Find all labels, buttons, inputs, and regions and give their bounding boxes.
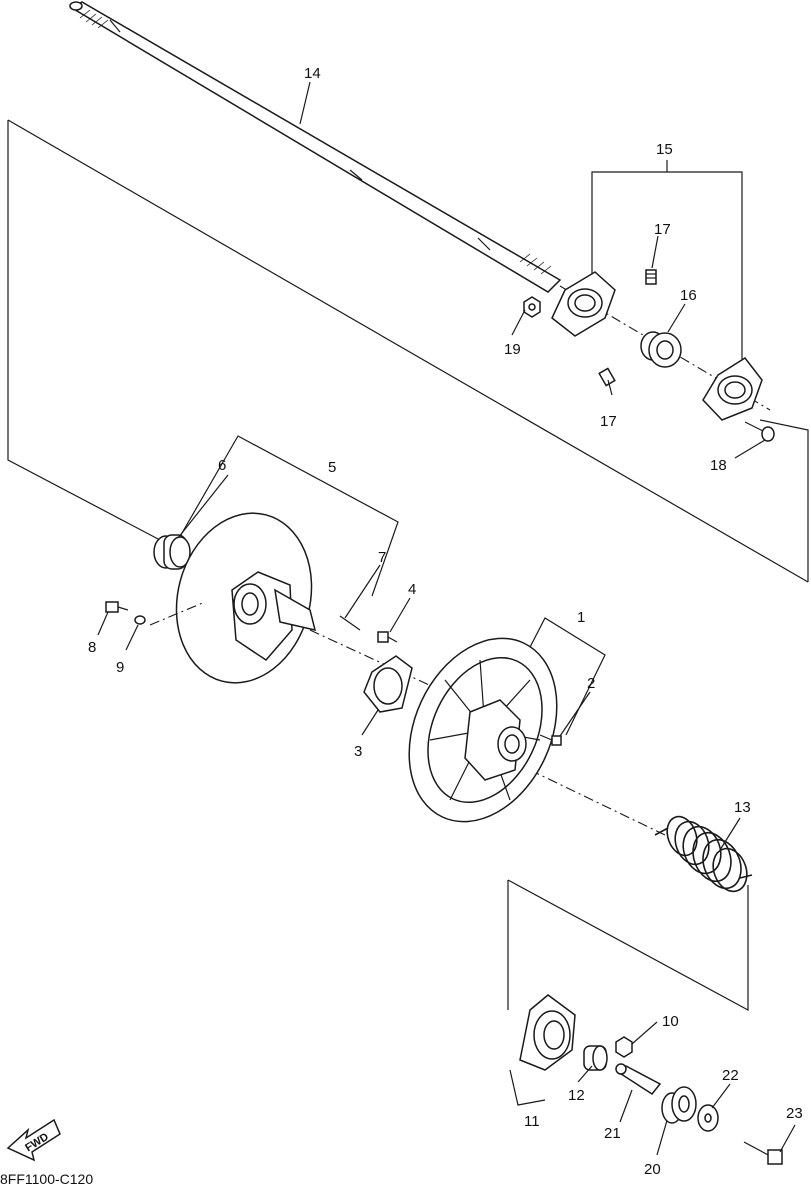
label-part-19: 19	[504, 341, 521, 358]
shaft-frame-line	[7, 120, 161, 541]
label-part-10: 10	[662, 1013, 679, 1030]
pin	[339, 615, 361, 631]
label-part-4: 4	[408, 581, 416, 598]
bracket-5	[177, 435, 399, 597]
spring	[654, 815, 753, 893]
flange-bolt	[744, 421, 775, 442]
washer-22	[697, 1104, 719, 1132]
label-part-16: 16	[680, 287, 697, 304]
grease-nipple-top	[645, 269, 657, 285]
nut-10	[615, 1036, 633, 1058]
grease-nipple-bottom	[598, 367, 616, 387]
label-part-18: 18	[710, 457, 727, 474]
bracket-11	[509, 1069, 546, 1106]
screw-2	[539, 734, 562, 746]
cap-frame-line	[507, 879, 749, 1012]
bearing-flange-rear	[702, 357, 763, 421]
gasket	[363, 655, 413, 713]
sleeve	[615, 1063, 662, 1095]
label-part-17-bottom: 17	[600, 413, 617, 430]
label-part-14: 14	[304, 65, 321, 82]
diagram-code: 8FF1100-C120	[0, 1171, 93, 1187]
fixed-sheave	[175, 512, 317, 684]
fwd-arrow-icon: FWD	[6, 1118, 61, 1162]
washer-9	[134, 615, 146, 625]
leader-lines	[97, 81, 796, 1153]
label-part-9: 9	[116, 659, 124, 676]
bushing	[583, 1045, 608, 1071]
label-part-17-top: 17	[654, 221, 671, 238]
label-part-8: 8	[88, 639, 96, 656]
spacers	[661, 1086, 697, 1124]
bracket-15	[591, 171, 743, 360]
label-part-2: 2	[587, 675, 595, 692]
label-part-3: 3	[354, 743, 362, 760]
label-part-20: 20	[644, 1161, 661, 1178]
collar	[153, 534, 191, 570]
label-part-21: 21	[604, 1125, 621, 1142]
label-part-6: 6	[218, 457, 226, 474]
shaft-frame-top-line	[7, 119, 809, 583]
spring-seat	[519, 994, 576, 1071]
bearing-frame-line	[759, 419, 809, 582]
screw-4	[377, 631, 398, 643]
drive-shaft	[69, 1, 562, 293]
label-part-13: 13	[734, 799, 751, 816]
label-part-23: 23	[786, 1105, 803, 1122]
label-part-15: 15	[656, 141, 673, 158]
label-part-22: 22	[722, 1067, 739, 1084]
bearing	[640, 331, 682, 368]
label-part-12: 12	[568, 1087, 585, 1104]
nut-19	[523, 296, 541, 318]
bolt-8	[105, 601, 129, 613]
label-part-1: 1	[577, 609, 585, 626]
label-part-5: 5	[328, 459, 336, 476]
label-part-7: 7	[378, 549, 386, 566]
bearing-flange-front	[551, 271, 616, 337]
label-part-11: 11	[524, 1113, 540, 1130]
sliding-sheave	[408, 637, 558, 823]
bolt-23	[743, 1141, 783, 1165]
